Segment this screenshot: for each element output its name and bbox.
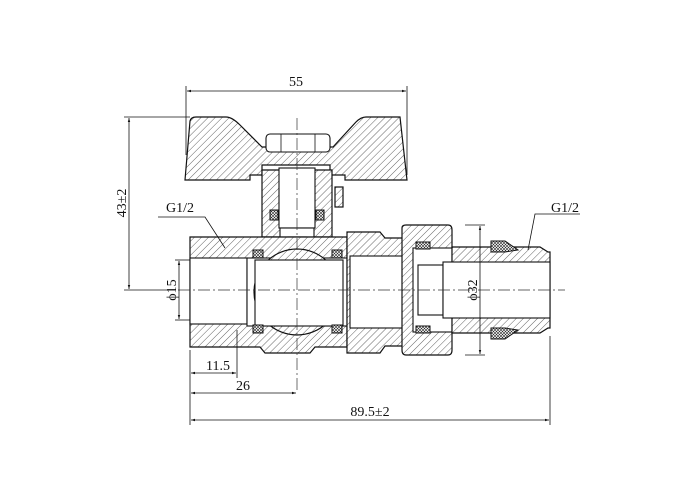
valve-stem	[261, 167, 344, 250]
handle-nut	[265, 133, 331, 153]
dim-axis-offset: 26	[236, 379, 250, 394]
dim-overall-length: 89.5±2	[350, 405, 389, 420]
dim-thread-left: G1/2	[166, 201, 194, 216]
dim-height: 43±2	[115, 189, 130, 218]
dim-union-diameter: ϕ32	[466, 279, 481, 300]
valve-body	[189, 236, 348, 354]
butterfly-handle	[184, 116, 408, 181]
dimension-lines	[124, 86, 580, 425]
dim-handle-width: 55	[289, 75, 303, 90]
dim-bore-diameter: ϕ15	[165, 279, 180, 300]
dim-thread-depth: 11.5	[206, 359, 230, 374]
dim-thread-right: G1/2	[551, 201, 579, 216]
